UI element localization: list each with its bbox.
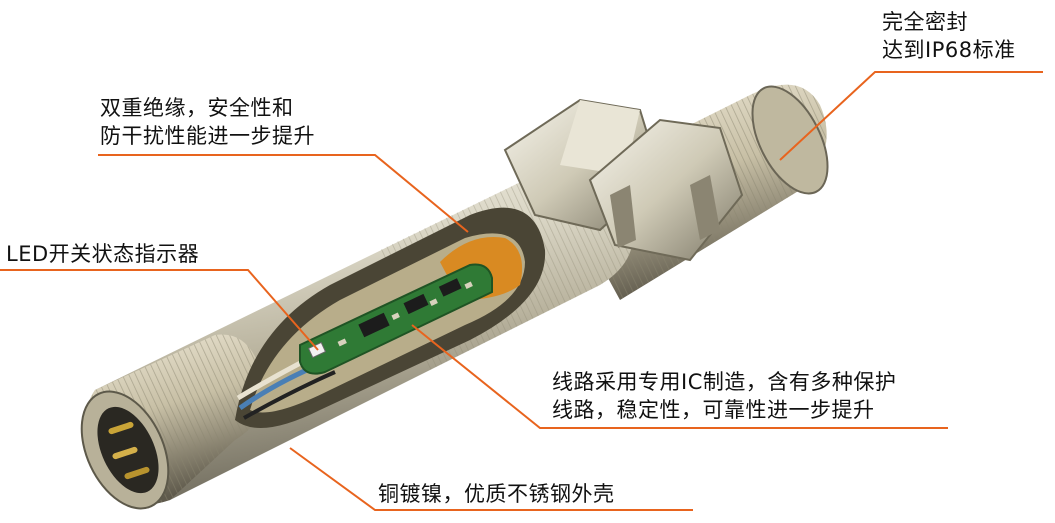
- leader-line-seal: [779, 71, 1043, 161]
- callout-seal-line2: 达到IP68标准: [882, 38, 1016, 62]
- smd-component: [391, 312, 400, 320]
- leader-line-insulation: [98, 154, 469, 233]
- ic-chip: [438, 278, 462, 297]
- callout-seal-line1: 完全密封: [882, 10, 968, 34]
- smd-component: [464, 281, 473, 289]
- smd-component: [337, 338, 347, 347]
- callout-ic-line1: 线路采用专用IC制造，含有多种保护: [552, 370, 897, 394]
- callout-ic-line2: 线路，稳定性，可靠性进一步提升: [552, 398, 875, 422]
- leader-line-led: [0, 269, 319, 351]
- wire: [243, 370, 336, 420]
- callout-insulation: 双重绝缘，安全性和 防干扰性能进一步提升: [100, 94, 315, 150]
- pin: [108, 421, 134, 435]
- callout-ic: 线路采用专用IC制造，含有多种保护 线路，稳定性，可靠性进一步提升: [552, 368, 896, 424]
- pin: [112, 446, 138, 460]
- smd-component: [429, 298, 438, 306]
- leader-line-shell: [289, 447, 693, 511]
- pcb-board: [299, 263, 493, 375]
- cutaway-internals: [235, 207, 546, 428]
- callout-led-line1: LED开关状态指示器: [6, 242, 200, 266]
- connector-pins: [108, 421, 150, 480]
- ic-chip: [358, 312, 390, 338]
- callout-led: LED开关状态指示器: [6, 240, 199, 268]
- callout-shell-line1: 铜镀镍，优质不锈钢外壳: [378, 482, 615, 506]
- mounting-nuts: [503, 98, 744, 262]
- pin: [124, 466, 150, 480]
- callout-insulation-line2: 防干扰性能进一步提升: [100, 124, 315, 148]
- callout-seal: 完全密封 达到IP68标准: [882, 8, 1016, 64]
- callout-shell: 铜镀镍，优质不锈钢外壳: [378, 480, 615, 508]
- ic-chip: [403, 293, 429, 315]
- leader-lines: [0, 71, 1043, 511]
- leader-line-ic: [411, 324, 948, 429]
- callout-insulation-line1: 双重绝缘，安全性和: [100, 96, 294, 120]
